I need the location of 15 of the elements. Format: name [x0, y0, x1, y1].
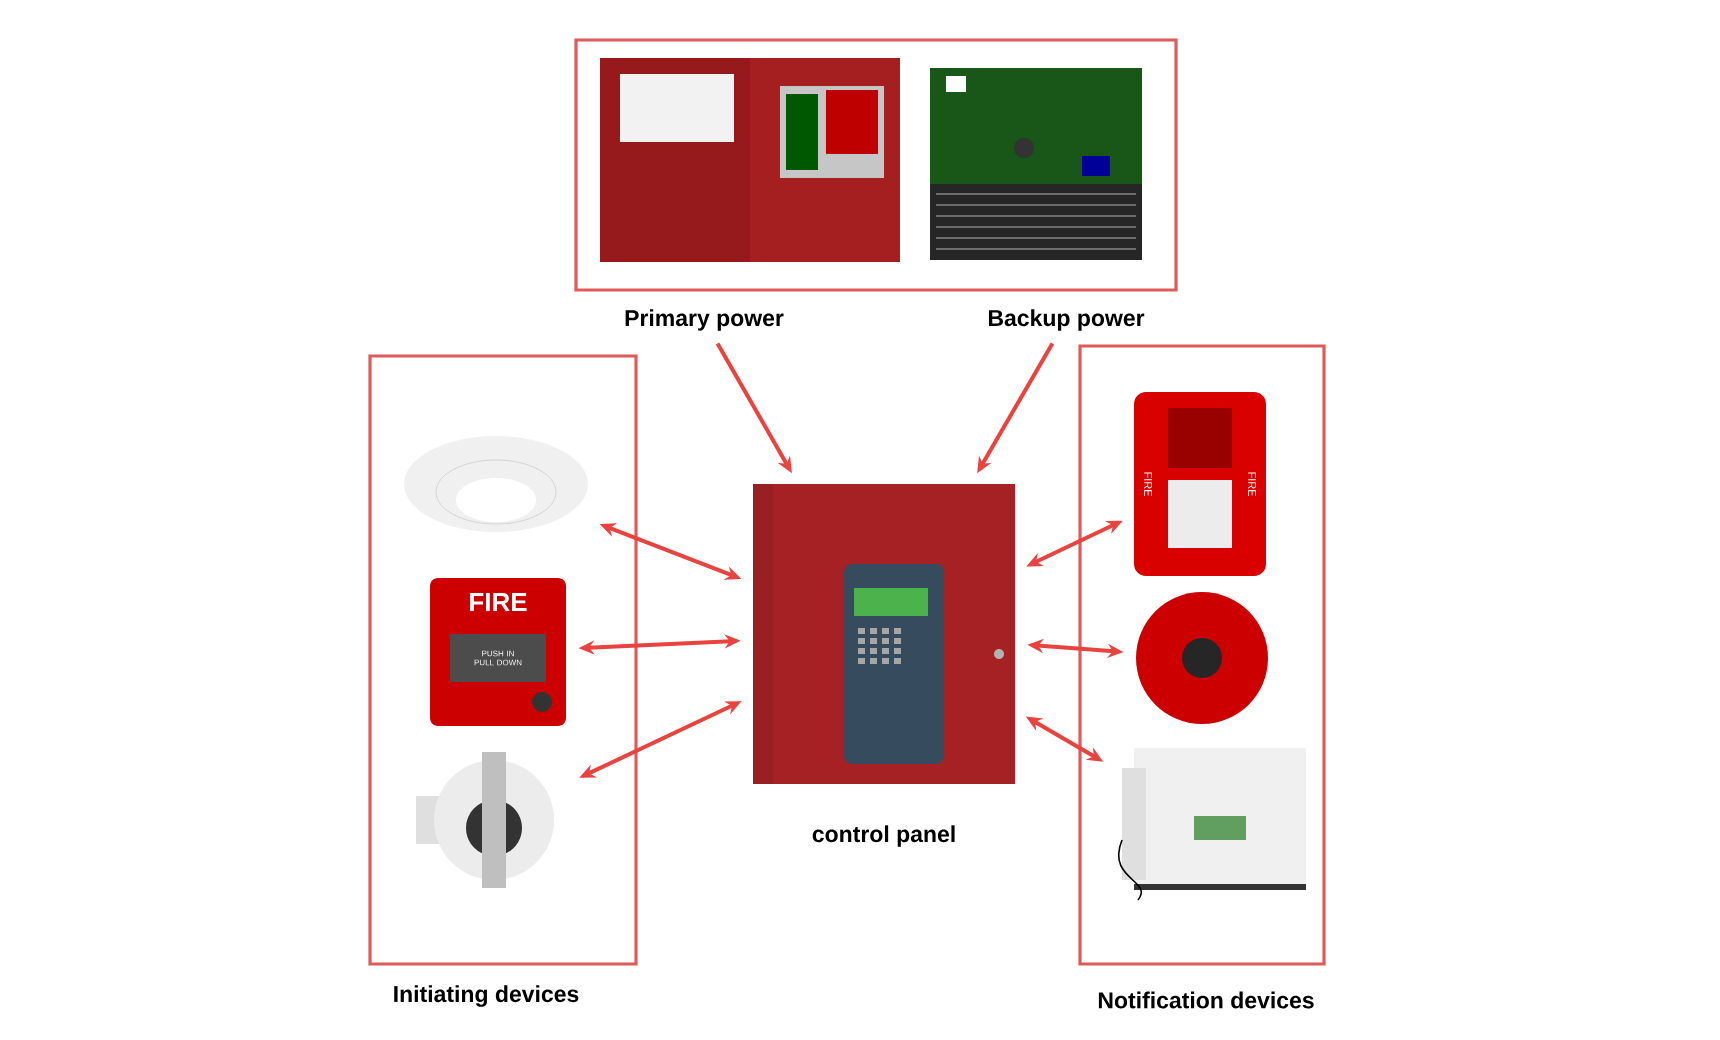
printed-text: FIRE	[470, 593, 527, 611]
flame-detector-drawing	[416, 752, 554, 888]
strobe-drawing	[1134, 392, 1266, 576]
pull-station-drawing	[430, 578, 566, 726]
bell-drawing	[1136, 592, 1268, 724]
group-frame	[574, 38, 1178, 292]
smoke-detector-drawing	[404, 436, 588, 532]
cabinet-drawing	[600, 58, 900, 262]
caption-text: Primary power	[625, 309, 784, 331]
caption-text: control panel	[812, 825, 955, 847]
caption-text: Notification devices	[1098, 991, 1314, 1009]
circuit-board-drawing	[930, 68, 1142, 260]
caption-text: Backup power	[988, 309, 1145, 331]
phone-drawing	[1117, 748, 1306, 901]
caption-text: Initiating devices	[394, 985, 579, 1007]
